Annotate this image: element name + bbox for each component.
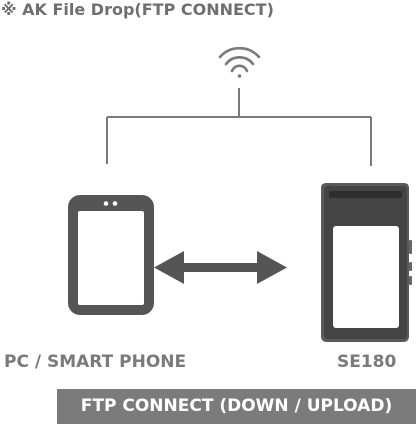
tablet-icon: [68, 195, 154, 315]
se180-label: SE180: [337, 352, 397, 372]
page-title: ※ AK File Drop(FTP CONNECT): [1, 0, 274, 19]
wifi-icon: [218, 46, 261, 78]
ftp-connect-caption: FTP CONNECT (DOWN / UPLOAD): [57, 389, 416, 424]
pc-smartphone-label: PC / SMART PHONE: [4, 352, 187, 372]
player-icon: [321, 183, 412, 342]
network-connector-lines: [106, 88, 372, 166]
double-arrow-icon: [154, 251, 287, 284]
